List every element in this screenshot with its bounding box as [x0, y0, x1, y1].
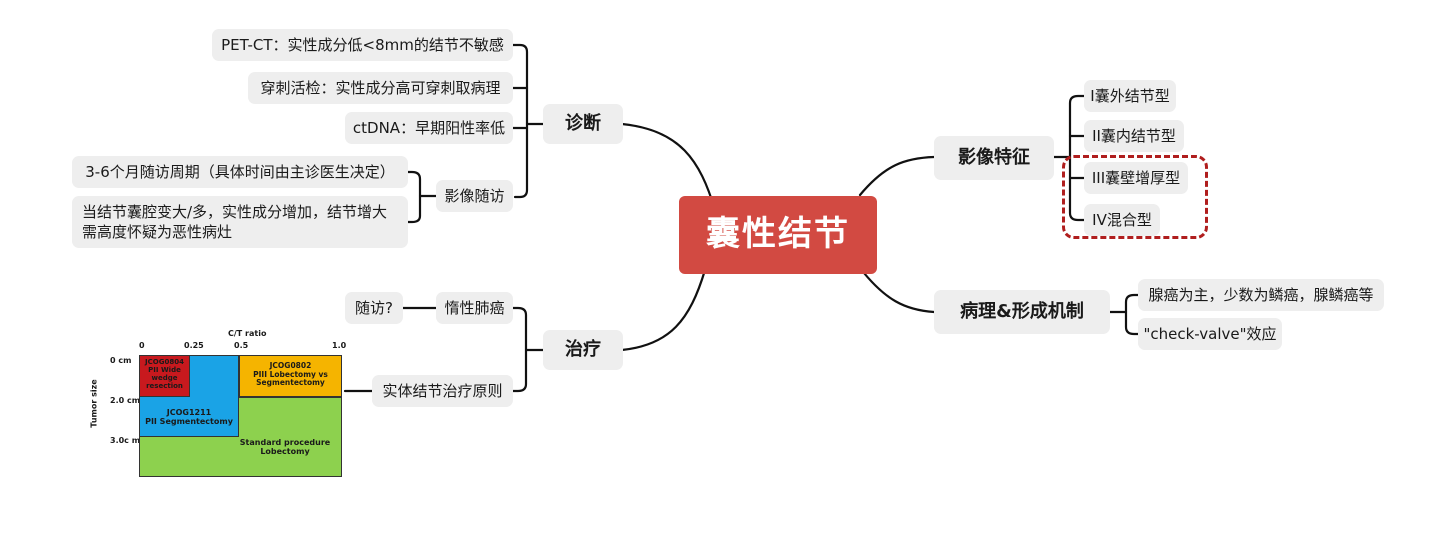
pathology-item-types[interactable]: 腺癌为主，少数为鳞癌，腺鳞癌等 — [1138, 279, 1384, 311]
followup-item-interval[interactable]: 3-6个月随访周期（具体时间由主诊医生决定） — [72, 156, 408, 188]
pathology-item-check-valve[interactable]: "check-valve"效应 — [1138, 318, 1282, 350]
diagnosis-item-ctdna[interactable]: ctDNA：早期阳性率低 — [345, 112, 513, 144]
diagnosis-item-pet-ct[interactable]: PET-CT：实性成分低<8mm的结节不敏感 — [212, 29, 513, 61]
root-node[interactable]: 囊性结节 — [679, 196, 877, 274]
diagnosis-item-biopsy[interactable]: 穿刺活检：实性成分高可穿刺取病理 — [248, 72, 513, 104]
figure-box-jcog0802: JCOG0802 PIII Lobectomy vs Segmentectomy — [239, 355, 342, 397]
followup-item-malignancy[interactable]: 当结节囊腔变大/多，实性成分增加，结节增大需高度怀疑为恶性病灶 — [72, 196, 408, 248]
figure-x-tick: 1.0 — [332, 341, 347, 350]
imaging-item-type-i[interactable]: I囊外结节型 — [1084, 80, 1176, 112]
figure-y-tick: 2.0 cm — [110, 396, 141, 405]
branch-treatment[interactable]: 治疗 — [543, 330, 623, 370]
figure-box-jcog0804: JCOG0804 PII Wide wedge resection — [139, 355, 190, 397]
treatment-figure: C/T ratio 0 0.25 0.5 1.0 Tumor size 0 cm… — [78, 327, 358, 477]
diagnosis-followup[interactable]: 影像随访 — [436, 180, 513, 212]
figure-x-tick: 0.5 — [234, 341, 249, 350]
figure-y-tick: 0 cm — [110, 356, 132, 365]
figure-x-axis-title: C/T ratio — [228, 329, 267, 338]
highlight-dashed-box — [1062, 155, 1208, 239]
figure-x-tick: 0.25 — [184, 341, 204, 350]
branch-diagnosis[interactable]: 诊断 — [543, 104, 623, 144]
branch-imaging-features[interactable]: 影像特征 — [934, 136, 1054, 180]
treatment-indolent[interactable]: 惰性肺癌 — [436, 292, 513, 324]
treatment-indolent-item[interactable]: 随访? — [345, 292, 403, 324]
figure-x-tick: 0 — [139, 341, 145, 350]
treatment-solid-principles[interactable]: 实体结节治疗原则 — [372, 375, 513, 407]
branch-pathology[interactable]: 病理&形成机制 — [934, 290, 1110, 334]
imaging-item-type-iii[interactable]: III囊壁增厚型 — [1084, 162, 1188, 194]
figure-y-axis-title: Tumor size — [89, 379, 99, 428]
imaging-item-type-iv[interactable]: IV混合型 — [1084, 204, 1160, 236]
imaging-item-type-ii[interactable]: II囊内结节型 — [1084, 120, 1184, 152]
figure-y-tick: 3.0c m — [110, 436, 141, 445]
